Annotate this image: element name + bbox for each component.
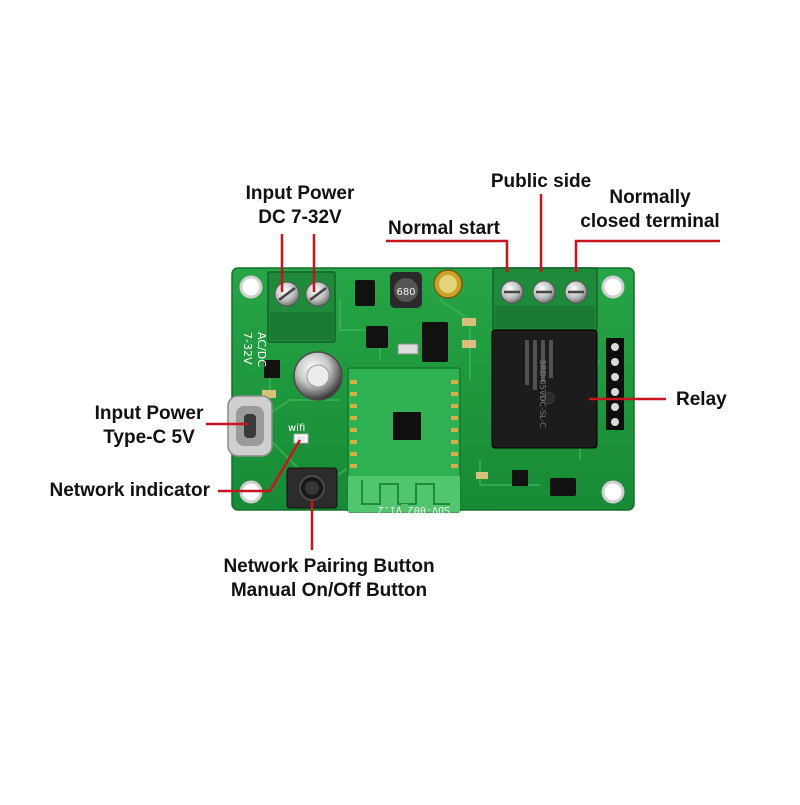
label-input-power-typec-line2: Type-C 5V — [103, 427, 195, 448]
inductor-marking: 680 — [396, 287, 415, 298]
label-input-power-typec: Input Power Type-C 5V — [84, 402, 214, 450]
relay-marking: SRD-05VDC-SL-C — [538, 360, 547, 428]
label-pairing-button-line2: Manual On/Off Button — [230, 580, 428, 601]
silk-version: SDV-002_V1.2 — [378, 504, 450, 515]
label-network-indicator: Network indicator — [49, 480, 210, 501]
label-input-power-dc-line1: Input Power — [245, 183, 355, 204]
wifi-module — [347, 367, 461, 513]
small-ics — [262, 280, 576, 496]
silk-wifi: wifi — [288, 423, 305, 434]
label-input-power-dc: Input Power DC 7-32V — [230, 182, 370, 230]
relay-component — [491, 329, 598, 449]
mounting-holes — [239, 275, 625, 504]
label-normally-closed-line1: Normally — [609, 187, 691, 208]
silk-acdc: AC/DC — [255, 332, 268, 367]
inductor: 680 — [390, 272, 422, 308]
label-normal-start: Normal start — [388, 218, 500, 239]
label-relay: Relay — [676, 389, 727, 410]
label-input-power-dc-line2: DC 7-32V — [258, 207, 342, 228]
label-pairing-button: Network Pairing Button Manual On/Off But… — [200, 555, 458, 603]
relay-terminal-block — [492, 267, 598, 331]
header-pins — [606, 338, 624, 430]
capacitor-top — [433, 269, 463, 299]
network-led — [293, 433, 309, 444]
label-input-power-typec-line1: Input Power — [94, 403, 204, 424]
capacitor-large — [293, 351, 343, 401]
leader-lines — [206, 194, 720, 550]
usb-c-port — [227, 395, 273, 457]
label-pairing-button-line1: Network Pairing Button — [223, 556, 435, 577]
dc-terminal-block — [267, 271, 336, 343]
label-normally-closed-line2: closed terminal — [580, 211, 720, 232]
silk-voltage: 7-32V — [241, 332, 254, 365]
label-normally-closed: Normally closed terminal — [572, 186, 728, 234]
pairing-push-button — [286, 467, 338, 509]
label-public-side: Public side — [490, 171, 592, 192]
